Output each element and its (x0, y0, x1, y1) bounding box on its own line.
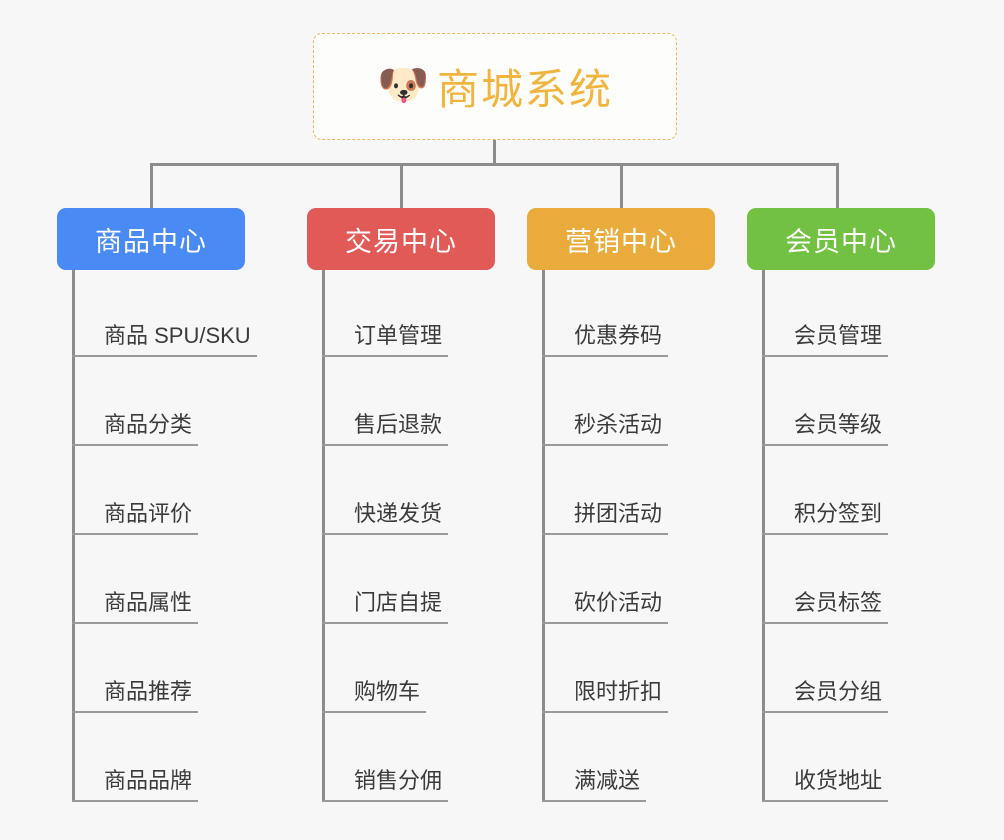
list-item[interactable]: 销售分佣 (322, 713, 495, 802)
branch-column-4: 会员中心 会员管理 会员等级 积分签到 会员标签 会员分组 收货地址 (747, 208, 935, 802)
leaf-label: 购物车 (322, 674, 427, 713)
connector-horizontal-bus (150, 163, 838, 166)
leaf-label: 拼团活动 (542, 496, 669, 535)
leaf-label: 会员管理 (762, 318, 889, 357)
list-item[interactable]: 积分签到 (762, 446, 935, 535)
leaf-list-3: 优惠券码 秒杀活动 拼团活动 砍价活动 限时折扣 满减送 (542, 270, 715, 802)
list-item[interactable]: 会员等级 (762, 357, 935, 446)
leaf-list-4: 会员管理 会员等级 积分签到 会员标签 会员分组 收货地址 (762, 270, 935, 802)
leaf-label: 会员分组 (762, 674, 889, 713)
connector-drop-3 (620, 163, 623, 209)
category-label-4: 会员中心 (785, 226, 897, 257)
leaf-label: 商品评价 (72, 496, 199, 535)
list-item[interactable]: 拼团活动 (542, 446, 715, 535)
list-item[interactable]: 订单管理 (322, 270, 495, 357)
branch-column-2: 交易中心 订单管理 售后退款 快递发货 门店自提 购物车 销售分佣 (307, 208, 495, 802)
list-item[interactable]: 商品评价 (72, 446, 245, 535)
shiba-dog-emoji: 🐶 (376, 60, 430, 108)
category-label-2: 交易中心 (345, 226, 457, 257)
connector-drop-2 (400, 163, 403, 209)
list-item[interactable]: 秒杀活动 (542, 357, 715, 446)
list-item[interactable]: 会员管理 (762, 270, 935, 357)
list-item[interactable]: 售后退款 (322, 357, 495, 446)
list-item[interactable]: 商品品牌 (72, 713, 245, 802)
list-item[interactable]: 收货地址 (762, 713, 935, 802)
list-item[interactable]: 会员分组 (762, 624, 935, 713)
leaf-label: 售后退款 (322, 407, 449, 446)
leaf-list-1: 商品 SPU/SKU 商品分类 商品评价 商品属性 商品推荐 商品品牌 (72, 270, 257, 802)
leaf-label: 积分签到 (762, 496, 889, 535)
list-item[interactable]: 限时折扣 (542, 624, 715, 713)
list-item[interactable]: 砍价活动 (542, 535, 715, 624)
branch-column-3: 营销中心 优惠券码 秒杀活动 拼团活动 砍价活动 限时折扣 满减送 (527, 208, 715, 802)
category-box-1[interactable]: 商品中心 (57, 208, 245, 270)
leaf-label: 商品属性 (72, 585, 199, 624)
leaf-label: 商品分类 (72, 407, 199, 446)
list-item[interactable]: 快递发货 (322, 446, 495, 535)
connector-drop-1 (150, 163, 153, 209)
category-box-4[interactable]: 会员中心 (747, 208, 935, 270)
connector-drop-4 (836, 163, 839, 209)
category-box-3[interactable]: 营销中心 (527, 208, 715, 270)
category-box-2[interactable]: 交易中心 (307, 208, 495, 270)
list-item[interactable]: 商品属性 (72, 535, 245, 624)
leaf-label: 会员标签 (762, 585, 889, 624)
connector-root-stem (493, 140, 496, 165)
category-label-3: 营销中心 (565, 226, 677, 257)
leaf-label: 订单管理 (322, 318, 449, 357)
list-item[interactable]: 购物车 (322, 624, 495, 713)
category-label-1: 商品中心 (95, 226, 207, 257)
leaf-label: 商品品牌 (72, 763, 199, 802)
leaf-list-2: 订单管理 售后退款 快递发货 门店自提 购物车 销售分佣 (322, 270, 495, 802)
list-item[interactable]: 优惠券码 (542, 270, 715, 357)
list-item[interactable]: 门店自提 (322, 535, 495, 624)
leaf-label: 秒杀活动 (542, 407, 669, 446)
list-item[interactable]: 商品 SPU/SKU (72, 270, 257, 357)
branch-column-1: 商品中心 商品 SPU/SKU 商品分类 商品评价 商品属性 商品推荐 商品品牌 (57, 208, 257, 802)
leaf-label: 会员等级 (762, 407, 889, 446)
leaf-label: 收货地址 (762, 763, 889, 802)
root-node-mall-system[interactable]: 🐶 商城系统 (313, 33, 677, 140)
leaf-label: 优惠券码 (542, 318, 669, 357)
leaf-label: 限时折扣 (542, 674, 669, 713)
list-item[interactable]: 满减送 (542, 713, 715, 802)
list-item[interactable]: 商品分类 (72, 357, 245, 446)
leaf-label: 销售分佣 (322, 763, 449, 802)
leaf-label: 满减送 (542, 763, 647, 802)
root-node-label: 商城系统 (436, 66, 613, 113)
leaf-label: 砍价活动 (542, 585, 669, 624)
list-item[interactable]: 会员标签 (762, 535, 935, 624)
leaf-label: 快递发货 (322, 496, 449, 535)
list-item[interactable]: 商品推荐 (72, 624, 245, 713)
leaf-label: 商品 SPU/SKU (72, 318, 257, 357)
leaf-label: 门店自提 (322, 585, 449, 624)
leaf-label: 商品推荐 (72, 674, 199, 713)
